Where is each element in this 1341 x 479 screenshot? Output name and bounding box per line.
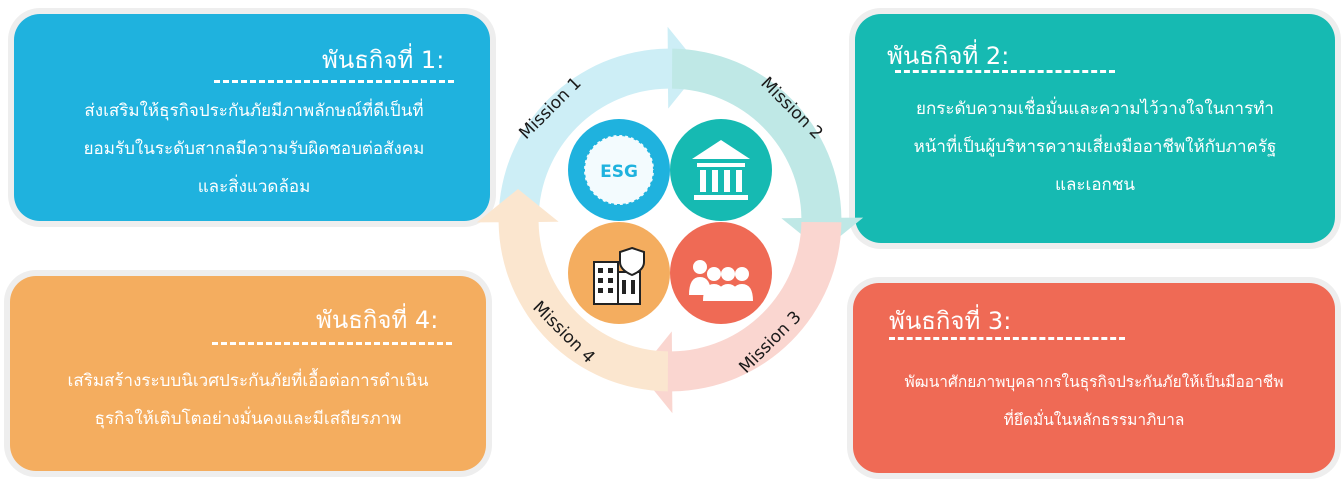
mission-1-title: พันธกิจที่ 1: xyxy=(322,46,445,74)
mission-4-arrow xyxy=(476,189,668,392)
esg-label: ESG xyxy=(600,162,638,182)
mission-4-title: พันธกิจที่ 4: xyxy=(316,306,439,334)
mission-3-divider xyxy=(889,337,1125,340)
mission-4-line: ธุรกิจให้เติบโตอย่างมั่นคงและมีเสถียรภาพ xyxy=(94,409,402,429)
mission-1-line: ยอมรับในระดับสากลมีความรับผิดชอบต่อสังคม xyxy=(83,139,425,159)
mission-2-line: ยกระดับความเชื่อมั่นและความไว้วางใจในการ… xyxy=(916,99,1274,119)
mission-4-line: เสริมสร้างระบบนิเวศประกันภัยที่เอื้อต่อก… xyxy=(67,371,429,391)
mission-3-description: พัฒนาศักยภาพบุคลากรในธุรกิจประกันภัยให้เ… xyxy=(859,363,1329,439)
mission-1-line: ส่งเสริมให้ธุรกิจประกันภัยมีภาพลักษณ์ที่… xyxy=(84,101,424,121)
mission-3-line: พัฒนาศักยภาพบุคลากรในธุรกิจประกันภัยให้เ… xyxy=(904,373,1284,391)
bank-building-icon xyxy=(670,119,772,221)
mission-3-title: พันธกิจที่ 3: xyxy=(889,307,1012,335)
mission-2-arrow xyxy=(672,48,864,251)
mission-4-description: เสริมสร้างระบบนิเวศประกันภัยที่เอื้อต่อก… xyxy=(24,362,472,438)
secure-building-icon xyxy=(568,222,670,324)
mission-3-card: พันธกิจที่ 3: พัฒนาศักยภาพบุคลากรในธุรกิ… xyxy=(853,283,1335,473)
mission-1-card: พันธกิจที่ 1: ส่งเสริมให้ธุรกิจประกันภัย… xyxy=(14,14,490,221)
people-group-icon xyxy=(670,222,772,324)
mission-1-description: ส่งเสริมให้ธุรกิจประกันภัยมีภาพลักษณ์ที่… xyxy=(34,92,474,206)
mission-3-arrow xyxy=(639,222,842,414)
mission-3-line: ที่ยึดมั่นในหลักธรรมาภิบาล xyxy=(1003,411,1185,429)
mission-4-divider xyxy=(212,342,452,345)
mission-1-arrow xyxy=(498,26,701,218)
esg-globe-icon: ESG xyxy=(568,119,670,221)
mission-2-divider xyxy=(895,70,1115,73)
mission-4-card: พันธกิจที่ 4: เสริมสร้างระบบนิเวศประกันภ… xyxy=(10,276,486,471)
mission-2-line: หน้าที่เป็นผู้บริหารความเสี่ยงมืออาชีพให… xyxy=(913,137,1277,157)
mission-2-description: ยกระดับความเชื่อมั่นและความไว้วางใจในการ… xyxy=(865,90,1325,204)
mission-2-title: พันธกิจที่ 2: xyxy=(887,42,1010,70)
mission-1-divider xyxy=(214,80,454,83)
mission-2-line: และเอกชน xyxy=(1055,175,1135,195)
mission-cycle-diagram: Mission 1 Mission 2 Mission 3 Mission 4 … xyxy=(476,26,864,414)
mission-2-card: พันธกิจที่ 2: ยกระดับความเชื่อมั่นและควา… xyxy=(855,14,1335,243)
mission-1-line: และสิ่งแวดล้อม xyxy=(197,177,311,197)
